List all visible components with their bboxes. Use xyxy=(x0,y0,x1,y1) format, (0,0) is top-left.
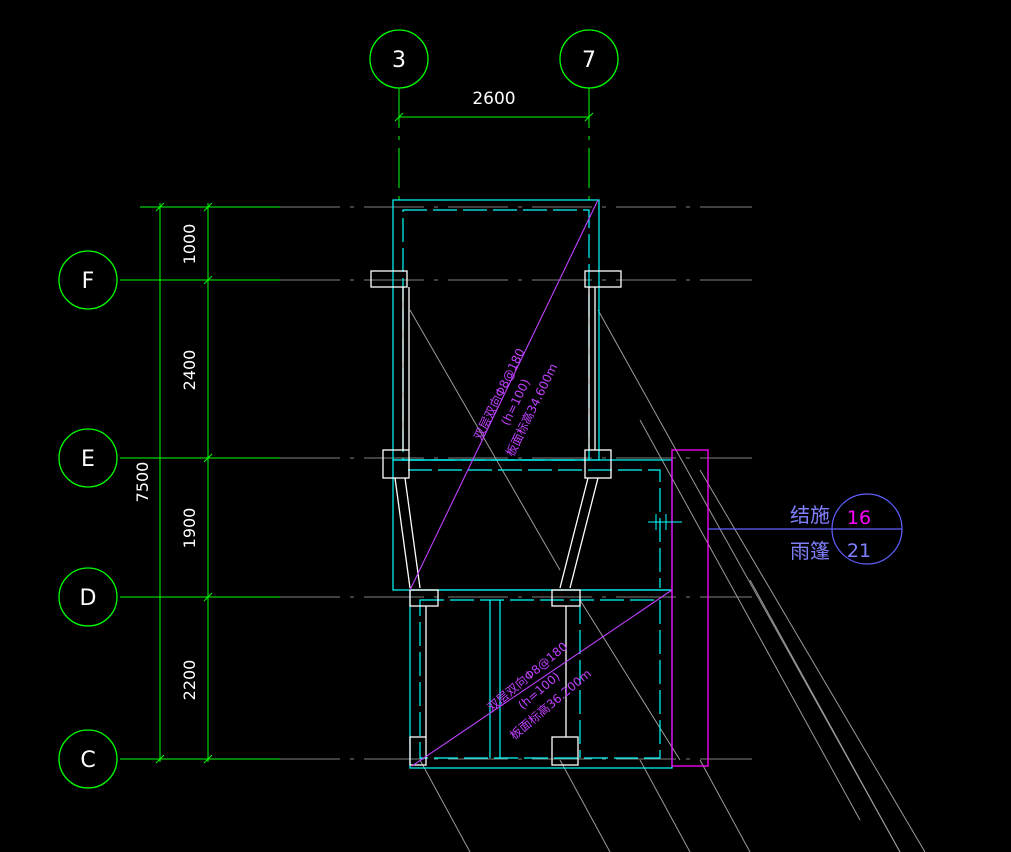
top-dimension-text: 2600 xyxy=(472,89,515,109)
axis-bubble-3: 3 xyxy=(369,29,429,89)
dimension-text-1900: 1900 xyxy=(180,508,199,549)
top-dimension xyxy=(394,112,594,122)
canopy-section-mark xyxy=(648,514,682,530)
detail-reference: 结施 雨篷 16 21 xyxy=(708,493,903,565)
svg-text:F: F xyxy=(82,269,95,294)
dimension-text-1000: 1000 xyxy=(180,224,199,265)
axis-bubble-d: D xyxy=(58,567,118,627)
vertical-axis-lines xyxy=(398,88,590,200)
horizontal-grid-lines xyxy=(280,206,752,760)
svg-text:7: 7 xyxy=(582,48,596,73)
dimension-text-total: 7500 xyxy=(133,462,152,503)
svg-text:C: C xyxy=(80,748,95,773)
upper-slab-note: 双层双向Φ8@180 (h=100) 板面标高34.600m xyxy=(470,346,560,459)
left-dimension-lines xyxy=(120,202,280,764)
column-f-7 xyxy=(584,270,622,288)
reference-bottom-number: 21 xyxy=(847,540,871,562)
walls-white xyxy=(370,270,622,766)
wall-outlines-cyan xyxy=(392,199,673,769)
svg-text:D: D xyxy=(80,586,97,611)
reference-top-text: 结施 xyxy=(790,503,830,527)
slab-diagonals xyxy=(409,199,673,767)
canopy-outline xyxy=(671,449,709,767)
column-e-3 xyxy=(382,449,410,479)
column-d-3 xyxy=(409,589,439,607)
column-c-mid xyxy=(551,736,579,766)
column-f-3 xyxy=(370,270,408,288)
dimension-text-2200: 2200 xyxy=(180,660,199,701)
projection-lines xyxy=(409,309,926,852)
reference-top-number: 16 xyxy=(847,507,871,529)
axis-bubble-c: C xyxy=(58,729,118,789)
column-c-3 xyxy=(409,736,427,766)
axis-bubble-e: E xyxy=(58,428,118,488)
reference-bottom-text: 雨篷 xyxy=(790,539,830,563)
svg-text:E: E xyxy=(81,447,95,472)
axis-bubble-7: 7 xyxy=(559,29,619,89)
axis-bubble-f: F xyxy=(58,250,118,310)
column-d-mid xyxy=(551,589,581,607)
svg-text:3: 3 xyxy=(392,48,406,73)
dimension-text-2400: 2400 xyxy=(180,350,199,391)
